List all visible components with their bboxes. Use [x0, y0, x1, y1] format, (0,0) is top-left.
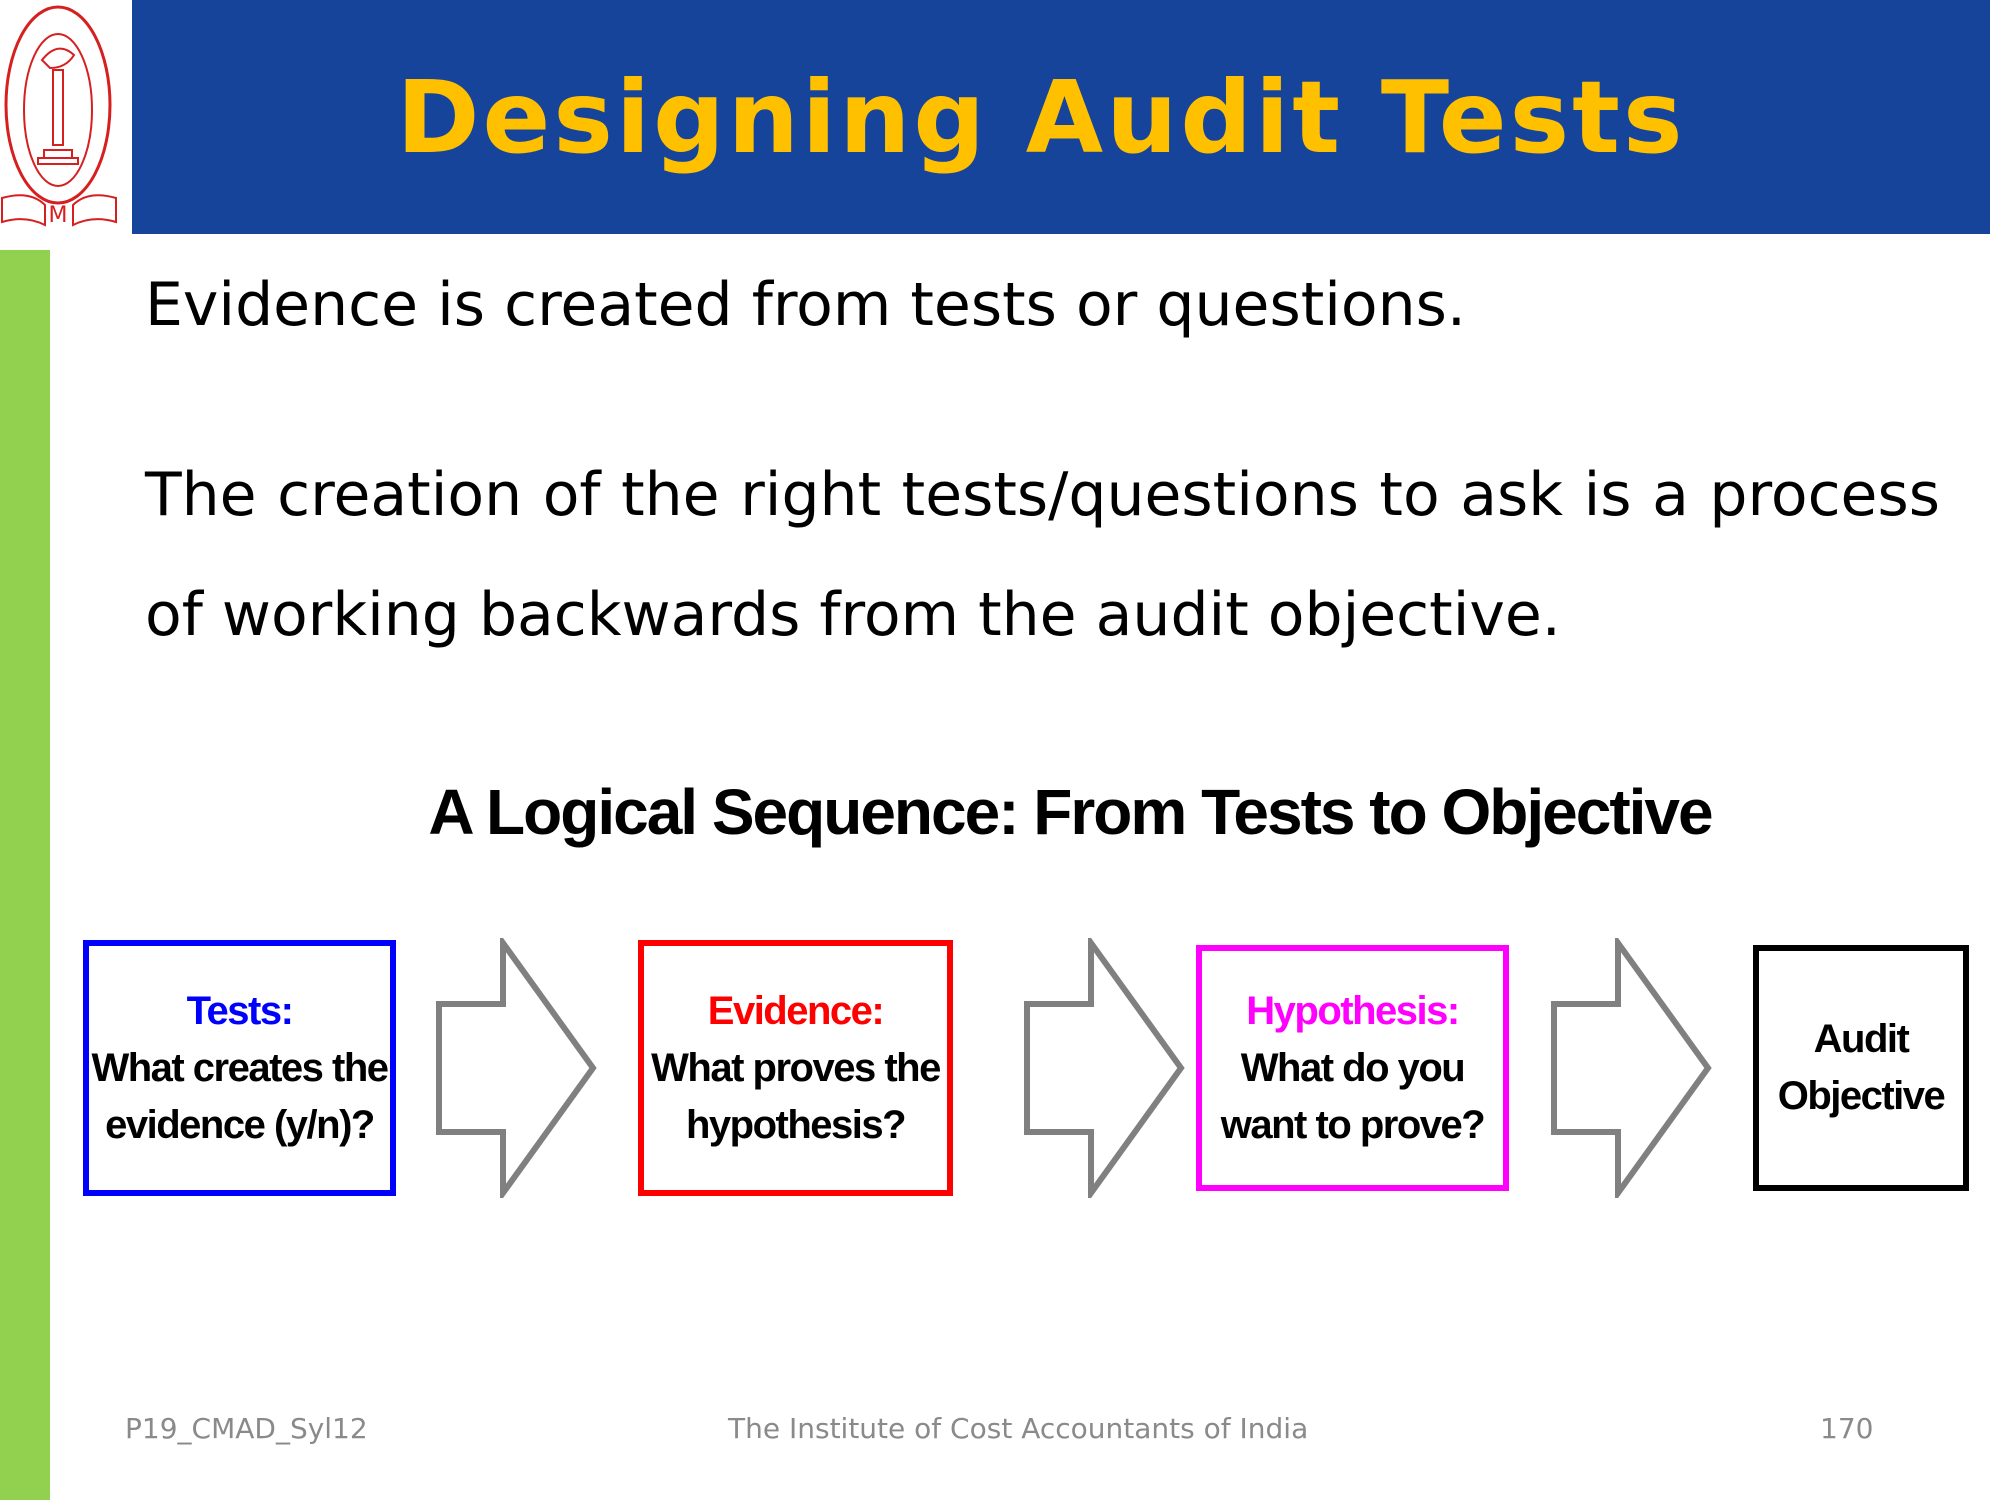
- step-box-audit-objective: Audit Objective: [1753, 945, 1969, 1191]
- step-text: What do you: [1240, 1045, 1466, 1090]
- step-text: evidence (y/n)?: [105, 1102, 375, 1147]
- arrow-right-icon: [1024, 938, 1185, 1198]
- side-accent-bar: [0, 250, 50, 1500]
- body-paragraph: The creation of the right tests/question…: [145, 460, 1940, 650]
- arrow-right-icon: [436, 938, 597, 1198]
- footer-institute: The Institute of Cost Accountants of Ind…: [728, 1412, 1309, 1445]
- footer-code: P19_CMAD_Syl12: [125, 1412, 368, 1445]
- step-text: What creates the: [91, 1045, 389, 1090]
- step-box-tests: Tests: What creates the evidence (y/n)?: [83, 940, 396, 1196]
- step-heading: Evidence:: [707, 988, 885, 1033]
- step-box-hypothesis: Hypothesis: What do you want to prove?: [1196, 945, 1509, 1191]
- title-bar: [132, 0, 1990, 234]
- step-text: want to prove?: [1220, 1102, 1486, 1147]
- step-box-evidence: Evidence: What proves the hypothesis?: [638, 940, 953, 1196]
- step-heading: Tests:: [186, 988, 294, 1033]
- arrow-right-icon: [1551, 938, 1712, 1198]
- sequence-title: A Logical Sequence: From Tests to Object…: [428, 776, 1713, 848]
- svg-text:M: M: [49, 203, 68, 228]
- step-text: hypothesis?: [685, 1102, 907, 1147]
- step-text: Objective: [1777, 1074, 1946, 1118]
- page-number: 170: [1820, 1412, 1874, 1445]
- step-text: What proves the: [651, 1045, 941, 1090]
- step-text: Audit: [1813, 1017, 1910, 1061]
- institute-logo: M: [1, 5, 117, 228]
- slide-title: Designing Audit Tests: [396, 58, 1686, 176]
- intro-text: Evidence is created from tests or questi…: [145, 270, 1466, 340]
- step-heading: Hypothesis:: [1246, 988, 1460, 1033]
